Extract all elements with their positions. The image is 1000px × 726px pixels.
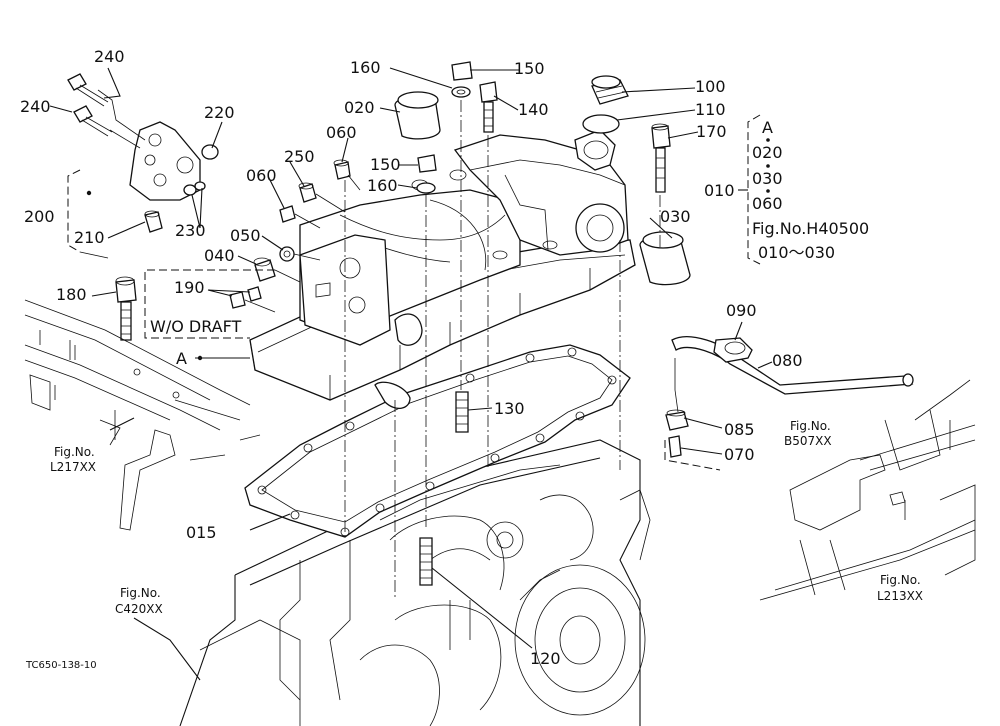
callout-060: 060 (326, 123, 357, 142)
alignment-lines (344, 100, 661, 600)
callout-140: 140 (518, 100, 549, 119)
callout-090: 090 (726, 301, 757, 320)
fig-ref-c420-line2: C420XX (115, 602, 163, 616)
note-line: 010～030 (758, 243, 835, 262)
note-line: Fig.No.H40500 (752, 219, 869, 238)
small-fittings (229, 159, 361, 313)
leader-lines (49, 67, 773, 681)
callout-120: 120 (530, 649, 561, 668)
callout-240: 240 (20, 97, 51, 116)
callout-labels: 240 240 220 200 210 230 060 060 250 050 … (20, 47, 803, 668)
callout-150: 150 (514, 59, 545, 78)
note-dot (766, 189, 770, 193)
drawing-code: TC650-138-10 (25, 660, 97, 671)
figure-references: Fig.No. L217XX Fig.No. C420XX Fig.No. B5… (50, 419, 923, 616)
wo-draft-label: W/O DRAFT (150, 317, 242, 336)
note-dot (766, 138, 770, 142)
valve-bracket-200 (67, 121, 219, 259)
left-frame-assembly (24, 299, 261, 531)
note-line: 030 (752, 169, 783, 188)
leader-dot (197, 355, 203, 361)
callout-160: 160 (350, 58, 381, 77)
callout-080: 080 (772, 351, 803, 370)
right-frame-assembly (759, 379, 976, 601)
fig-ref-b507-line1: Fig.No. (790, 419, 831, 433)
callout-180: 180 (56, 285, 87, 304)
callout-170: 170 (696, 122, 727, 141)
callout-150: 150 (370, 155, 401, 174)
callout-110: 110 (695, 100, 726, 119)
fig-ref-l217-line2: L217XX (50, 460, 96, 474)
callout-070: 070 (724, 445, 755, 464)
callout-210: 210 (74, 228, 105, 247)
note-dot (766, 164, 770, 168)
callout-230: 230 (175, 221, 206, 240)
callout-100: 100 (695, 77, 726, 96)
leader-dot (86, 190, 92, 196)
callout-020: 020 (344, 98, 375, 117)
fig-ref-c420-line1: Fig.No. (120, 586, 161, 600)
callout-030: 030 (660, 207, 691, 226)
callout-050: 050 (230, 226, 261, 245)
note-line: A (762, 118, 773, 137)
transmission-case (179, 439, 651, 726)
assembly-note-bracket (747, 114, 761, 265)
callout-200: 200 (24, 207, 55, 226)
upper-parts (394, 61, 691, 586)
callout-085: 085 (724, 420, 755, 439)
note-line: 020 (752, 143, 783, 162)
pipe-080 (664, 336, 914, 471)
callout-015: 015 (186, 523, 217, 542)
lift-housing (249, 129, 636, 409)
callout-040: 040 (204, 246, 235, 265)
callout-160: 160 (367, 176, 398, 195)
wo-draft-box (144, 269, 275, 339)
bolts-240 (67, 73, 146, 149)
fig-ref-l213-line1: Fig.No. (880, 573, 921, 587)
fig-ref-l213-line2: L213XX (877, 589, 923, 603)
callout-130: 130 (494, 399, 525, 418)
callout-250: 250 (284, 147, 315, 166)
callout-a: A (176, 349, 187, 368)
note-line: 060 (752, 194, 783, 213)
fig-ref-l217-line1: Fig.No. (54, 445, 95, 459)
callout-220: 220 (204, 103, 235, 122)
fig-ref-b507-line2: B507XX (784, 434, 832, 448)
callout-240: 240 (94, 47, 125, 66)
callout-010: 010 (704, 181, 735, 200)
callout-190: 190 (174, 278, 205, 297)
callout-060: 060 (246, 166, 277, 185)
assembly-note: A 020 030 060 Fig.No.H40500 010～030 (752, 118, 869, 262)
bolt-180 (115, 276, 137, 341)
